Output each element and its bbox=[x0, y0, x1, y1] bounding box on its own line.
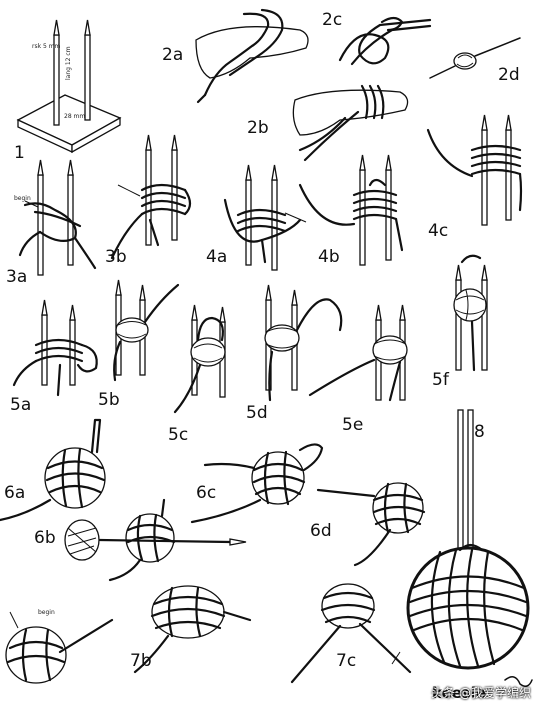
step-8-label: 8 bbox=[474, 422, 485, 442]
step-5c-pegs bbox=[173, 304, 226, 414]
step-2c-knot bbox=[338, 16, 432, 66]
step-5e-pegs bbox=[308, 304, 408, 402]
step-4b-label: 4b bbox=[318, 247, 340, 267]
step-5b-label: 5b bbox=[98, 390, 120, 410]
step-4b-pegs bbox=[298, 154, 404, 266]
step-2a-label: 2a bbox=[162, 45, 183, 65]
step-3b-pegs bbox=[110, 134, 192, 260]
step-7c-label: 7c bbox=[336, 651, 356, 671]
cord-end-flourish bbox=[504, 676, 533, 687]
peg-length-label: lang 12 cm bbox=[65, 46, 72, 80]
step-6c-knot bbox=[190, 443, 324, 524]
step-2b-label: 2b bbox=[247, 118, 269, 138]
step-2a-hand bbox=[195, 8, 309, 104]
step-5c-label: 5c bbox=[168, 425, 188, 445]
step-1-label: 1 bbox=[14, 143, 25, 163]
step-5e-label: 5e bbox=[342, 415, 363, 435]
peg-gap-label: 28 mm bbox=[64, 113, 85, 120]
step-6b-knot bbox=[64, 498, 247, 582]
step-4a-label: 4a bbox=[206, 247, 227, 267]
step-3b-label: 3b bbox=[105, 247, 127, 267]
step-5f-label: 5f bbox=[432, 370, 450, 390]
step-5f-pegs bbox=[453, 254, 488, 372]
step-5b-pegs bbox=[113, 279, 180, 382]
begin-label-3a: begin bbox=[14, 195, 31, 202]
step-4a-pegs bbox=[223, 164, 307, 271]
watermark-text: 头条 @我爱学编织 bbox=[431, 686, 531, 700]
step-7c-knot bbox=[290, 583, 412, 684]
step-3a-pegs: begin bbox=[14, 159, 97, 276]
begin-label-7a: begin bbox=[38, 609, 55, 616]
step-7b-knot bbox=[133, 585, 252, 674]
peg-thickness-label: rsk 5 mm bbox=[32, 43, 61, 50]
step-6a-label: 6a bbox=[4, 483, 25, 503]
artist-signature: keesie bbox=[432, 684, 487, 702]
step-2b-hand bbox=[292, 84, 409, 162]
step-4c-label: 4c bbox=[428, 221, 448, 241]
step-2d-knot bbox=[429, 37, 521, 79]
step-5d-pegs bbox=[264, 284, 343, 402]
step-5a-label: 5a bbox=[10, 395, 31, 415]
step-6a-knot bbox=[0, 418, 106, 522]
step-7a-knot: begin bbox=[5, 609, 114, 684]
step-6d-label: 6d bbox=[310, 521, 332, 541]
step-5d-label: 5d bbox=[246, 403, 268, 423]
watermark: 头条 @我爱学编织 bbox=[431, 684, 531, 701]
step-4c-pegs bbox=[426, 114, 523, 226]
step-6c-label: 6c bbox=[196, 483, 216, 503]
step-2d-label: 2d bbox=[498, 65, 520, 85]
step-5a-pegs bbox=[12, 299, 98, 397]
step-8-finished-knot bbox=[406, 409, 530, 670]
jig-figure: rsk 5 mm lang 12 cm 28 mm bbox=[16, 19, 122, 154]
step-2c-label: 2c bbox=[322, 10, 342, 30]
step-6b-label: 6b bbox=[34, 528, 56, 548]
step-3a-label: 3a bbox=[6, 267, 27, 287]
step-7b-label: 7b bbox=[130, 651, 152, 671]
step-6d-knot bbox=[316, 482, 426, 567]
